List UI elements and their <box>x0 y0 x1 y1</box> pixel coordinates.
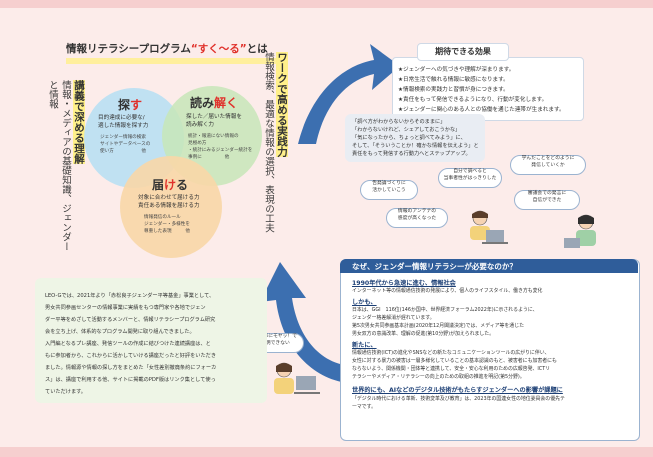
bottom-strip <box>0 447 653 457</box>
yomitoku-desc: 探した／届いた情報を 読み解く力 <box>186 113 242 129</box>
why-p2-line-3: 第5次男女共同参画基本計画(2020年12月閣議決定)では、メディア等を通じた <box>352 323 524 329</box>
todokeru-title: 届ける <box>152 176 188 193</box>
quote-line-2: 「わからないけれど、シェアしておこうかな」 <box>352 127 461 133</box>
title-pre: 情報リテラシープログラム <box>66 43 191 55</box>
person-thinking-icon <box>564 214 596 248</box>
yomitoku-title: 読み解く <box>190 94 238 111</box>
sagasu-line-2: 適した情報を探す力 <box>98 123 149 129</box>
todokeru-small: 情報発信のルール ジェンダー・多様性を 尊重した表現 他 <box>144 214 190 235</box>
leo-line-4: 会を立ち上げ、体系的なプログラム開発に取り組んできました。 <box>45 329 195 335</box>
why-p3-line-4: テラシーやメディア・リテラシーの向上のための取組の推進を明記(第5分野)。 <box>352 374 525 380</box>
bubble-4: 審議会での発言に 自信ができた <box>514 190 580 210</box>
title-highlight: “すく〜る” <box>190 43 247 55</box>
why-p3-line-2: 女性に対する暴力の被害は一層多様化していることの基本認識のもと、被害者にも加害者… <box>352 358 557 364</box>
why-p2-line-2: ジェンダー格差解消が遅れています。 <box>352 315 435 321</box>
todokeru-title-b: け <box>164 178 177 192</box>
sagasu-title-b: す <box>130 98 143 112</box>
why-heading-1: 1990年代から急速に進む、情報社会 <box>352 280 456 287</box>
why-title: なぜ、ジェンダー情報リテラシーが必要なのか？ <box>352 262 517 271</box>
leo-line-2: 男女共同参画センターの情報事業に実績をもつ専門家や各地でジェン <box>45 305 206 311</box>
lecture-heading: 講義で深める理解 <box>73 80 85 164</box>
todokeru-desc: 対象に合わせて届ける力 責任ある情報を届ける力 <box>138 194 200 210</box>
title-post: とは <box>246 43 268 55</box>
circle-todokeru <box>120 156 222 258</box>
why-heading-2: しかも、 <box>352 299 377 306</box>
sagasu-desc: 目的達成に必要な/ 適した情報を探す力 <box>98 114 148 130</box>
yomitoku-line-2: 読み解く力 <box>186 122 214 128</box>
todokeru-small-1: 情報発信のルール <box>144 215 181 220</box>
leo-box <box>35 278 267 403</box>
sagasu-small-1: ジェンダー情報の検索 <box>100 135 146 140</box>
work-vertical-block: ワークで高める実践力 情報検索、最適な情報の選択、表現の工夫 <box>262 52 289 252</box>
sagasu-line-1: 目的達成に必要な/ <box>98 115 145 121</box>
yomitoku-title-b: 解く <box>214 96 239 110</box>
effect-item-2: ★日常生活で触れる情報に敏感になります。 <box>398 77 509 83</box>
sagasu-small-2: サイトやデータベースの <box>100 142 151 147</box>
bubble-1: 自分で調べると 当事者性がはっきりした <box>438 168 502 188</box>
work-body: 情報検索、最適な情報の選択、表現の工夫 <box>263 52 274 233</box>
effect-item-5: ★ジェンダーに関心のある人との協働を通じた連帯が生まれます。 <box>398 107 565 113</box>
arrow-up-icon <box>298 44 400 144</box>
leo-line-1: LEO-Gでは、2021年より「赤松良子ジェンダー平等基金」事業として、 <box>45 293 215 299</box>
bubble-5: 情報のアンテナの 感度が高くなった <box>386 208 448 228</box>
why-p3-line-3: ならないよう、関係機関・団体等と連携して、安全・安心な利用のための広報啓発、IC… <box>352 366 551 372</box>
why-p4-line-1: 「デジタル時代における革新、技術変革及び教育」は、2023年の国連女性の地位委員… <box>352 396 565 402</box>
work-heading: ワークで高める実践力 <box>276 52 288 157</box>
page-title: 情報リテラシープログラム“すく〜る”とは <box>66 41 268 56</box>
bubble-2: 学んだことをどのように 発信していくか <box>510 155 586 175</box>
todokeru-small-2: ジェンダー・多様性を <box>144 222 190 227</box>
yomitoku-small-3: ・統計にみるジェンダー統計を <box>188 148 253 153</box>
yomitoku-small-4: 事例に 他 <box>188 155 230 160</box>
todokeru-line-2: 責任ある情報を届ける力 <box>138 203 200 209</box>
leo-line-9: ていただけます。 <box>45 389 86 395</box>
why-p3-line-1: 情報通信技術(ICT)の進化やSNSなどの新たなコミュニケーションツールの広がり… <box>352 350 550 356</box>
quote-line-5: 責任をもって発信する行動力へとステップアップ。 <box>352 151 471 157</box>
why-p1-line-1: インターネット等の情報通信技術の発展により、個人のライフスタイル、働き方も変化 <box>352 288 543 294</box>
sagasu-small: ジェンダー情報の検索 サイトやデータベースの 使い方 他 <box>100 134 150 155</box>
top-strip <box>0 0 653 8</box>
why-heading-4: 世界的にも、AIなどのデジタル技術がもたらすジェンダーへの影響が課題に <box>352 387 563 394</box>
yomitoku-title-a: 読み <box>190 96 215 110</box>
bubble-3: 告発論づくりに 活かしていこう <box>360 180 418 200</box>
quote-line-4: そして、「そういうことか！確かな情報を伝えよう」と <box>352 143 479 149</box>
todokeru-small-3: 尊重した表現 他 <box>144 229 190 234</box>
yomitoku-small-2: 見極め方 <box>188 141 207 146</box>
effects-box <box>392 57 584 121</box>
yomitoku-small-1: 統計・報道にない情報の <box>188 134 239 139</box>
quote-line-1: 「調べ方がわからないからそのままに」 <box>352 119 446 125</box>
todokeru-title-a: 届 <box>152 178 165 192</box>
leo-line-6: もに参加者から、これからに活かしていける講座だったと好評をいただき <box>45 353 217 359</box>
why-p2-line-4: 男女双方の意識改革、理解の促進(第10分野)が加えられました。 <box>352 331 495 337</box>
effects-title: 期待できる効果 <box>417 43 509 61</box>
why-p2-line-1: 日本は、GGI 116位(146か国中、世界経済フォーラム2022年)に示される… <box>352 307 538 313</box>
yomitoku-line-1: 探した／届いた情報を <box>186 114 242 120</box>
why-heading-3: 新たに、 <box>352 342 377 349</box>
lecture-vertical-block: 講義で深める理解 情報・メディアの基礎知識、ジェンダーと情報 <box>46 80 86 260</box>
sagasu-title: 探す <box>118 96 142 113</box>
why-box <box>340 259 640 441</box>
arrow-left-icon <box>260 262 364 385</box>
lecture-body: 情報・メディアの基礎知識、ジェンダーと情報 <box>47 80 71 251</box>
person-laptop-icon <box>470 210 508 244</box>
quote-box <box>345 114 485 162</box>
title-underline <box>66 58 276 64</box>
why-p4-line-2: ーマです。 <box>352 404 376 410</box>
todokeru-title-c: る <box>176 178 189 192</box>
leo-line-3: ダー平等をめざして活動するメンバーと、情報リテラシープログラム研究 <box>45 317 216 323</box>
sagasu-title-a: 探 <box>118 98 131 112</box>
leo-line-8: ス」は、講座で利用する他、サイトに掲載のPDF版はリンク集として使っ <box>45 377 216 383</box>
leo-line-5: 入門編となるプレ講座、発信ツールの作成に結びつけた連続講座は、と <box>45 341 211 347</box>
effect-item-1: ★ジェンダーへの気づきや理解が深まります。 <box>398 67 515 73</box>
yomitoku-small: 統計・報道にない情報の 見極め方 ・統計にみるジェンダー統計を 事例に 他 <box>188 133 252 161</box>
effect-item-4: ★責任をもって発信できるようになり、行動が変化します。 <box>398 97 548 103</box>
quote-line-3: 「気になったから、ちょっと調べてみよう」に、 <box>352 135 466 141</box>
effect-item-3: ★情報検索の実践力と習慣が身につきます。 <box>398 87 509 93</box>
todokeru-line-1: 対象に合わせて届ける力 <box>138 195 200 201</box>
why-header <box>340 259 638 273</box>
person-computer-icon <box>274 362 320 394</box>
sagasu-small-3: 使い方 他 <box>100 149 146 154</box>
leo-line-7: ました。情報源や情報の探し方をまとめた「女性差別撤廃条約にフォーカ <box>45 365 217 371</box>
